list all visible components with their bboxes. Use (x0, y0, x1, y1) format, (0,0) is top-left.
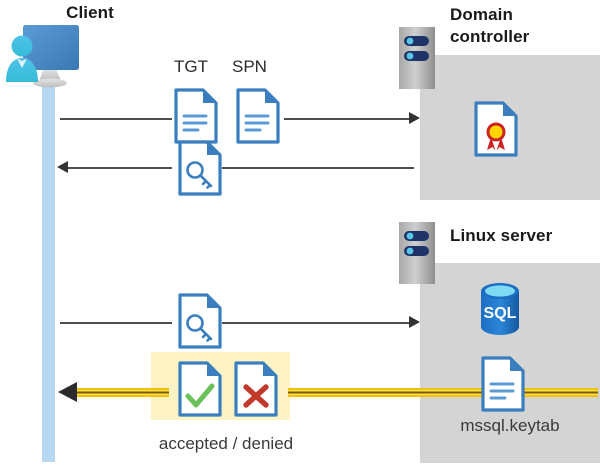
certificate-document-icon (474, 101, 518, 157)
keytab-document-icon (481, 356, 525, 412)
arrowhead-to-domain-controller (409, 112, 420, 124)
label-accepted-denied: accepted / denied (158, 434, 294, 453)
flow-line-result-right (288, 388, 598, 397)
label-tgt: TGT (174, 57, 208, 76)
document-cross-icon-denied (234, 361, 278, 417)
server-rack-icon-linux-server (399, 222, 435, 284)
domain-controller-title-line1: Domain (450, 5, 513, 24)
flow-line-ticket-right (222, 167, 414, 169)
label-mssql-keytab: mssql.keytab (460, 416, 560, 435)
server-rack-icon-domain-controller (399, 27, 435, 89)
flow-line-request-left (60, 118, 172, 120)
page-title-linux-server: Linux server (450, 226, 553, 245)
sql-label: SQL (484, 305, 517, 322)
document-key-icon-present (178, 293, 222, 349)
document-check-icon-accepted (178, 361, 222, 417)
client-lifeline-bar (42, 72, 55, 462)
arrowhead-to-client-result (58, 382, 77, 402)
flow-line-result-left (74, 388, 169, 397)
page-title-domain-controller: Domain controller (450, 4, 600, 48)
document-lines-icon-spn (236, 88, 280, 144)
flow-line-present-left (60, 322, 172, 324)
document-lines-icon-tgt (174, 88, 218, 144)
client-workstation-icon (5, 22, 100, 94)
sql-database-icon: SQL (476, 282, 524, 336)
arrowhead-to-client-ticket (57, 161, 68, 173)
flow-line-ticket-left (68, 167, 172, 169)
flow-line-request-right (284, 118, 414, 120)
page-title-client: Client (66, 3, 114, 22)
flow-line-present-right (222, 322, 414, 324)
label-spn: SPN (232, 57, 267, 76)
domain-controller-title-line2: controller (450, 27, 530, 46)
arrowhead-to-linux-server (409, 316, 420, 328)
document-key-icon-ticket (178, 140, 222, 196)
